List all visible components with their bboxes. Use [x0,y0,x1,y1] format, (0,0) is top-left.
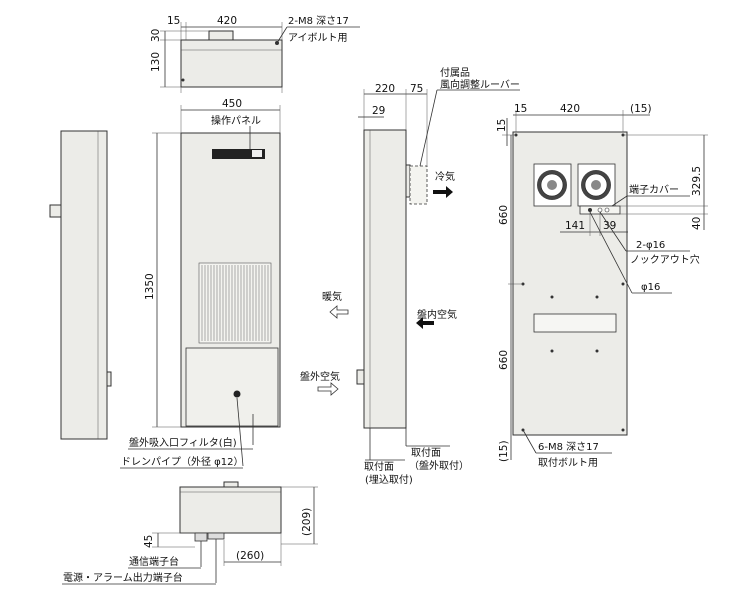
phi16-label: φ16 [641,282,660,293]
power-terminal-block [207,532,225,540]
knockout-hole-1 [597,207,603,213]
top-view-hole [181,78,185,82]
mount-embed-label-line1: 取付面 [364,460,394,473]
eyebolt-label-line1: 2-M8 深さ17 [288,15,349,27]
dim-45: 45 [143,535,155,548]
mount-ext-label-line1: 取付面 [411,446,441,459]
terminal-cover-label: 端子カバー [629,183,679,196]
mount-ext-label-line2: （盤外取付） [409,459,469,472]
top-view-body [180,39,283,88]
grille-lines [201,265,269,341]
eyebolt-label-line2: アイボルト用 [288,32,348,44]
rear-dim-40: 40 [691,217,703,230]
dim-29: 29 [372,105,385,117]
accessory-label-line2: 風向調整ルーバー [440,78,520,91]
inside-air-label: 盤内空気 [417,308,457,321]
rear-dim-660-lower: 660 [498,350,510,370]
right-side-body [363,129,407,429]
cold-air-label: 冷気 [435,170,455,183]
rear-view: 15 420 (15) 15 660 660 (15) 329.5 40 端子カ… [496,103,708,469]
right-side-view: 220 75 29 付属品 風向調整ルーバー 冷気 暖気 盤内空気 盤外空気 取… [300,66,520,486]
knockout-hole-2 [604,207,610,213]
operation-panel-display [252,150,262,157]
inside-air-arrow-icon [416,317,434,329]
mount-embed-label-line2: (埋込取付) [365,473,413,486]
drain-pipe-label: ドレンパイプ（外径 φ12） [121,455,244,468]
bottom-body [179,486,282,534]
operation-panel [212,149,265,159]
left-side-body [60,130,108,440]
warm-air-arrow-icon [329,305,349,319]
dim-1350: 1350 [144,273,156,300]
rear-dim-15-vert: 15 [496,119,508,132]
mount-bolt-label-line1: 6-M8 深さ17 [538,441,599,453]
rear-dim-15-right: (15) [630,103,652,115]
dim-450: 450 [222,98,242,110]
power-terminal-label: 電源・アラーム出力端子台 [63,571,183,584]
rear-dim-141: 141 [565,220,585,232]
warm-air-label: 暖気 [322,290,342,303]
rear-vent [533,313,617,333]
rear-dim-15-bottom: (15) [498,440,510,462]
dim-130: 130 [150,52,162,72]
top-view: 15 420 30 130 2-M8 深さ17 アイボルト用 [150,15,360,93]
dim-420-top: 420 [217,15,237,27]
dim-260: (260) [236,550,264,562]
rear-dim-660-upper: 660 [498,205,510,225]
intake-filter [185,347,279,427]
front-view: 450 1350 操作パネル 盤外吸入口フィルタ(白) ドレンパイプ（外径 φ1… [120,98,281,469]
outside-air-arrow-icon [317,382,339,396]
left-side-view [49,130,112,440]
rear-dim-15-left: 15 [514,103,527,115]
outside-air-label: 盤外空気 [300,370,340,383]
operation-panel-label: 操作パネル [211,114,261,127]
dim-75: 75 [410,83,423,95]
cold-air-arrow-icon [433,186,453,198]
dim-15-top: 15 [167,15,180,27]
rear-dim-420: 420 [560,103,580,115]
comm-terminal-label: 通信端子台 [129,555,179,568]
accessory-label-line1: 付属品 [440,66,470,79]
rear-dim-329-5: 329.5 [691,166,703,196]
left-side-bracket [49,204,62,218]
mount-bolt-label-line2: 取付ボルト用 [538,456,598,469]
dim-30: 30 [150,29,162,42]
dim-220: 220 [375,83,395,95]
knockout-label-line1: 2-φ16 [636,240,665,251]
comm-terminal-block [194,532,208,542]
louver-accessory [409,165,428,205]
top-view-boss [208,30,234,41]
drain-pipe-hole [233,390,241,398]
bottom-view: (209) 45 (260) 通信端子台 電源・アラーム出力端子台 [62,481,318,585]
dim-209: (209) [301,508,313,536]
filter-label: 盤外吸入口フィルタ(白) [129,436,237,449]
knockout-label-line2: ノックアウト穴 [630,253,700,266]
